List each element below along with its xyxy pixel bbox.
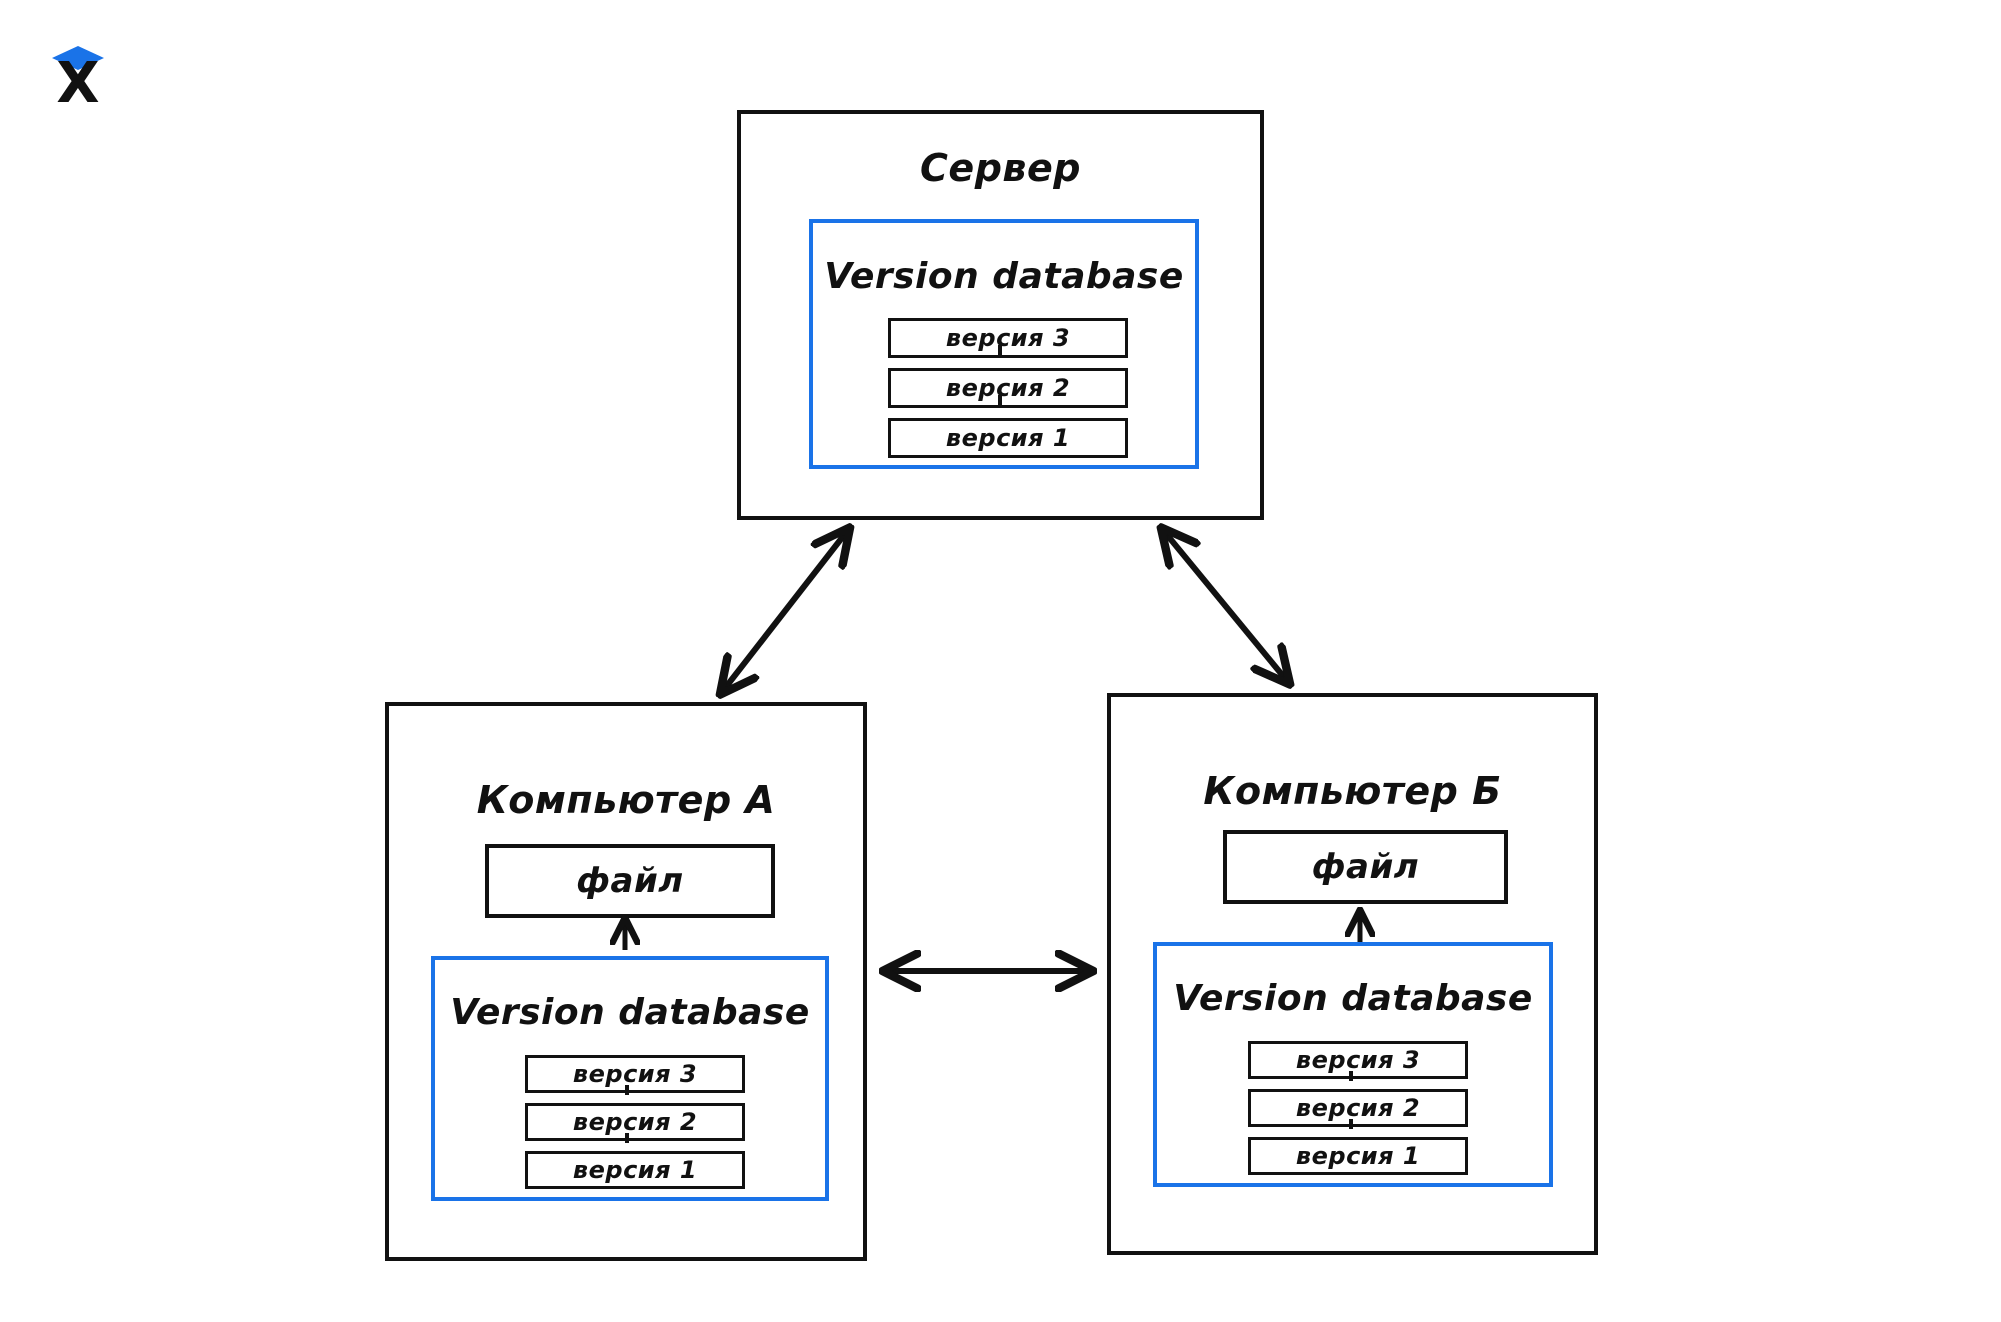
computer-a-version-database-box: Version database версия 3 версия 2 верси… <box>431 956 829 1201</box>
computer-a-box: Компьютер А файл Version database версия… <box>385 702 867 1261</box>
computer-a-version-chip-1: версия 1 <box>525 1151 745 1189</box>
computer-b-version-chip-3: версия 3 <box>1248 1041 1468 1079</box>
app-logo: X <box>42 32 114 116</box>
computer-b-version-database-box: Version database версия 3 версия 2 верси… <box>1153 942 1553 1187</box>
computer-a-title: Компьютер А <box>476 778 776 822</box>
computer-a-file-label: файл <box>576 861 684 901</box>
computer-a-version-chip-2: версия 2 <box>525 1103 745 1141</box>
computer-a-version-label-3: версия 3 <box>572 1060 698 1088</box>
server-version-chip-3: версия 3 <box>888 318 1128 358</box>
server-version-label-1: версия 1 <box>945 424 1071 452</box>
server-version-database-box: Version database версия 3 версия 2 верси… <box>809 219 1199 469</box>
arrow-server-computer-b <box>1163 530 1288 682</box>
computer-b-title: Компьютер Б <box>1203 769 1502 813</box>
server-version-label-3: версия 3 <box>945 324 1071 352</box>
server-version-chip-2: версия 2 <box>888 368 1128 408</box>
x-diamond-logo-icon: X <box>52 46 104 116</box>
computer-a-file-box: файл <box>485 844 775 918</box>
computer-a-version-chip-3: версия 3 <box>525 1055 745 1093</box>
logo-letter: X <box>56 51 99 104</box>
computer-b-version-label-1: версия 1 <box>1295 1142 1421 1170</box>
computer-b-version-label-2: версия 2 <box>1295 1094 1421 1122</box>
server-version-chip-1: версия 1 <box>888 418 1128 458</box>
server-title: Сервер <box>920 146 1081 190</box>
computer-a-version-label-1: версия 1 <box>572 1156 698 1184</box>
computer-a-version-label-2: версия 2 <box>572 1108 698 1136</box>
server-version-database-title: Version database <box>824 256 1184 297</box>
computer-b-version-database-title: Version database <box>1173 978 1533 1019</box>
diamond-shape-icon <box>52 46 104 70</box>
server-box: Сервер Version database версия 3 версия … <box>737 110 1264 520</box>
computer-b-file-label: файл <box>1311 847 1420 887</box>
computer-b-version-chip-2: версия 2 <box>1248 1089 1468 1127</box>
computer-b-box: Компьютер Б файл Version database версия… <box>1107 693 1598 1255</box>
arrow-server-computer-a <box>722 530 848 692</box>
computer-b-version-label-3: версия 3 <box>1295 1046 1421 1074</box>
computer-b-version-chip-1: версия 1 <box>1248 1137 1468 1175</box>
computer-a-version-database-title: Version database <box>450 992 810 1033</box>
computer-b-file-box: файл <box>1223 830 1508 904</box>
server-version-label-2: версия 2 <box>945 374 1071 402</box>
